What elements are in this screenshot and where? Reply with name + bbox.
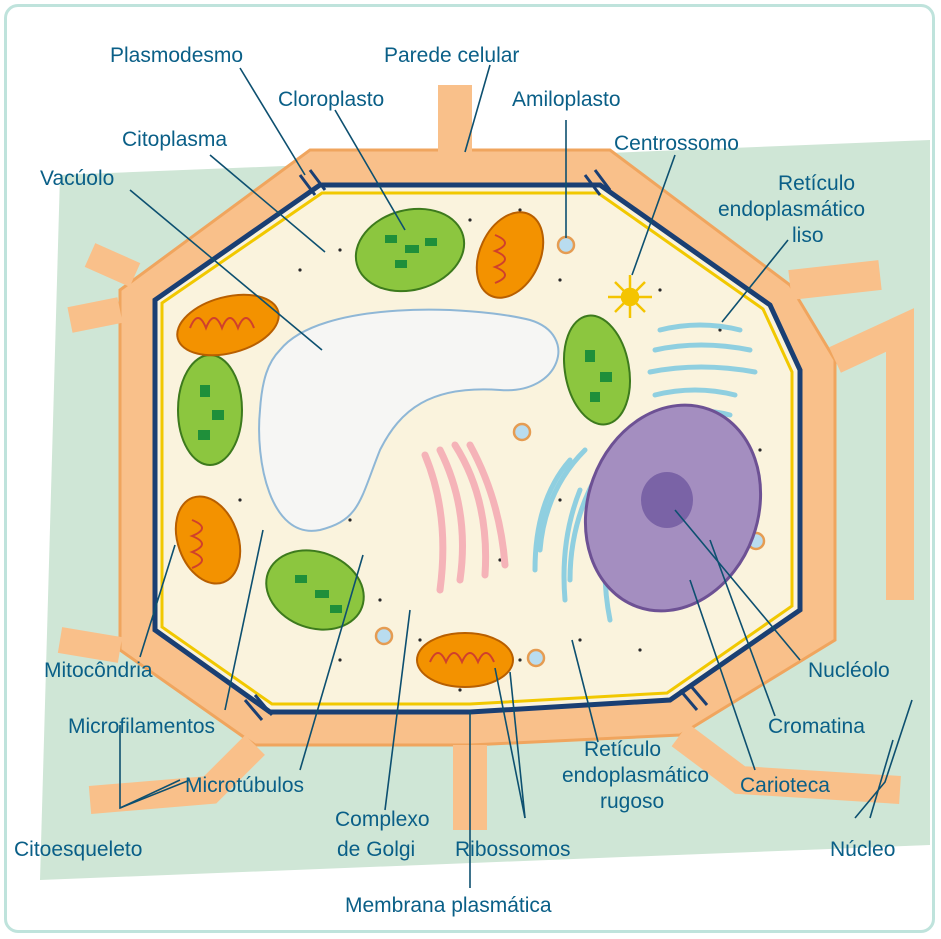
label-parede-celular: Parede celular — [384, 44, 519, 67]
label-reticulo-liso-3: liso — [792, 224, 824, 247]
label-citoplasma: Citoplasma — [122, 128, 227, 151]
label-microfilamentos: Microfilamentos — [68, 715, 215, 738]
nucleolus-shape — [641, 472, 693, 528]
label-reticulo-liso-2: endoplasmático — [718, 198, 865, 221]
label-vacuolo: Vacúolo — [40, 167, 114, 190]
label-complexo-golgi-2: de Golgi — [337, 838, 415, 861]
label-carioteca: Carioteca — [740, 774, 830, 797]
label-plasmodesmo: Plasmodesmo — [110, 44, 243, 67]
label-mitocondria: Mitocôndria — [44, 659, 153, 682]
label-amiloplasto: Amiloplasto — [512, 88, 621, 111]
label-centrossomo: Centrossomo — [614, 132, 739, 155]
label-nucleolo: Nucléolo — [808, 659, 890, 682]
label-complexo-golgi-1: Complexo — [335, 808, 430, 831]
label-reticulo-rugoso-1: Retículo — [584, 738, 661, 761]
label-reticulo-rugoso-2: endoplasmático — [562, 764, 709, 787]
label-reticulo-rugoso-3: rugoso — [600, 790, 664, 813]
label-microtubulos: Microtúbulos — [185, 774, 304, 797]
label-cromatina: Cromatina — [768, 715, 865, 738]
label-membrana-plasmatica: Membrana plasmática — [345, 894, 552, 917]
label-ribossomos: Ribossomos — [455, 838, 571, 861]
label-cloroplasto: Cloroplasto — [278, 88, 384, 111]
label-reticulo-liso-1: Retículo — [778, 172, 855, 195]
label-nucleo: Núcleo — [830, 838, 895, 861]
label-citoesqueleto: Citoesqueleto — [14, 838, 142, 861]
